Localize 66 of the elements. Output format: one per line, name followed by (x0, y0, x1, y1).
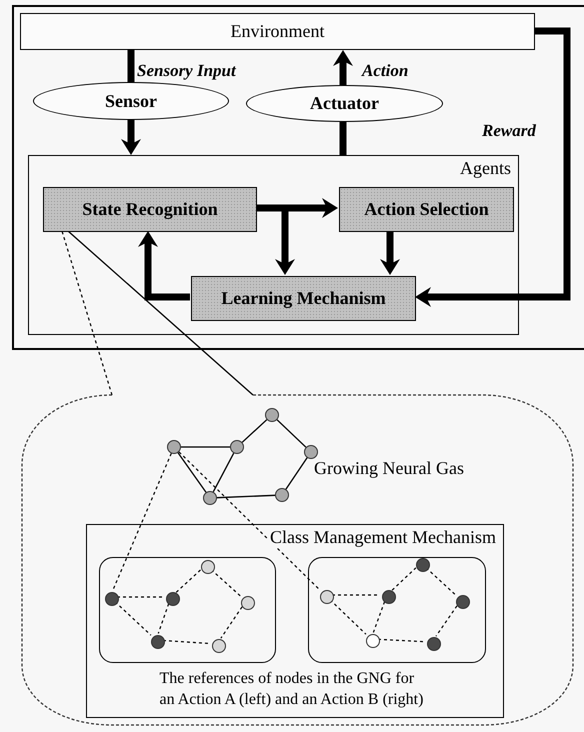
connector-line (285, 457, 308, 490)
connector-line (178, 451, 320, 591)
connector-line (68, 230, 254, 396)
graph-node (366, 634, 380, 648)
connector-line (212, 452, 234, 492)
node-label: Environment (230, 21, 324, 42)
connector-line (158, 603, 170, 634)
connector-line (436, 605, 458, 637)
process-box (43, 187, 257, 232)
edge-label: Action (362, 61, 408, 81)
connector-line (216, 494, 276, 498)
node-label: State Recognition (82, 199, 218, 220)
graph-title: Growing Neural Gas (314, 458, 464, 479)
callout-bubble (22, 395, 573, 725)
graph-node (427, 637, 441, 651)
graph-node (275, 488, 289, 502)
process-box (191, 276, 416, 321)
connector-line (378, 638, 426, 642)
graph-node (201, 560, 215, 574)
graph-node (304, 445, 318, 459)
edge-label: Reward (482, 121, 536, 141)
connector-line (276, 419, 306, 448)
node-label: Actuator (310, 93, 379, 114)
graph-node (382, 590, 396, 604)
connector-line (112, 453, 172, 591)
arrow (121, 120, 141, 155)
node-label: The references of nodes in the GNG for an Action A (left) and an Action B (right) (160, 668, 424, 710)
graph-node (456, 595, 470, 609)
edge-label: Sensory Input (137, 61, 236, 81)
connector-line (177, 452, 207, 493)
arrow (333, 50, 353, 85)
node-label: Sensor (104, 90, 157, 112)
connector-line (128, 50, 134, 82)
graph-node (265, 408, 279, 422)
connector-line (181, 446, 230, 448)
connector-line (332, 594, 380, 596)
graph-node (203, 491, 217, 505)
arrow (380, 231, 400, 275)
graph-node (230, 440, 244, 454)
connector-line (340, 122, 346, 155)
graph-node (167, 440, 181, 454)
graph-node (151, 635, 165, 649)
agents-panel (28, 155, 519, 335)
connector-line (242, 419, 268, 443)
graph-node (416, 558, 430, 572)
connector-line (176, 569, 202, 593)
graph-node (212, 639, 226, 653)
node-label: Action Selection (364, 199, 489, 220)
graph-node (241, 596, 255, 610)
arrow (138, 231, 190, 300)
arrow (415, 28, 570, 307)
connector-line (117, 596, 164, 598)
node-label: Learning Mechanism (221, 288, 386, 309)
connector-line (162, 640, 210, 644)
graph-node (105, 592, 119, 606)
graph-panel (308, 557, 486, 663)
mechanism-panel (86, 524, 504, 718)
graph-panel (99, 557, 276, 663)
connector-line (61, 230, 113, 396)
graph-node (320, 590, 334, 604)
connector-line (220, 606, 243, 639)
graph-node (166, 592, 180, 606)
connector-line (372, 601, 386, 633)
process-box (339, 187, 514, 232)
environment-box (20, 13, 535, 50)
connector-line (392, 567, 416, 591)
